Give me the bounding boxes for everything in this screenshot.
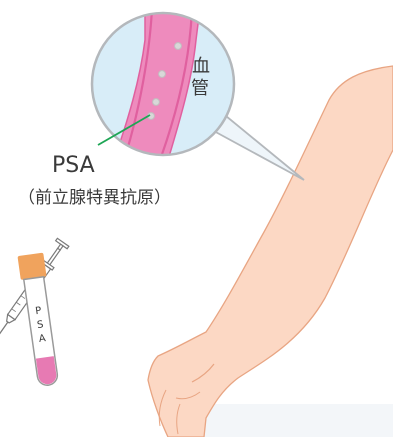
arm-crease	[191, 363, 215, 383]
arm-skin	[147, 65, 393, 437]
magnifier-lens: 血 管	[90, 11, 236, 157]
vessel-highlight-left	[122, 13, 154, 155]
psa-subtitle: （前立腺特異抗原）	[18, 188, 171, 208]
finger-line-2	[176, 403, 181, 435]
psa-particle-1	[174, 42, 182, 50]
tube-blood	[35, 356, 57, 385]
tube-label-s: S	[36, 319, 44, 331]
psa-particle-3	[152, 98, 160, 106]
tube-label-a: A	[38, 333, 46, 345]
psa-leader-line	[97, 114, 151, 146]
blood-tube-icon: P S A	[17, 252, 59, 386]
vessel-label-2: 管	[191, 78, 209, 99]
magnifier-pointer	[210, 114, 305, 181]
finger-line-1	[158, 389, 167, 427]
vessel-label-1: 血	[192, 56, 210, 77]
psa-particle-2	[158, 70, 166, 78]
arm-illustration	[147, 65, 393, 437]
vessel-highlight-right	[158, 13, 194, 155]
palm-crease	[175, 391, 201, 400]
psa-title: PSA	[52, 153, 95, 178]
tube-cap	[17, 252, 47, 280]
tube-label-p: P	[35, 305, 43, 317]
